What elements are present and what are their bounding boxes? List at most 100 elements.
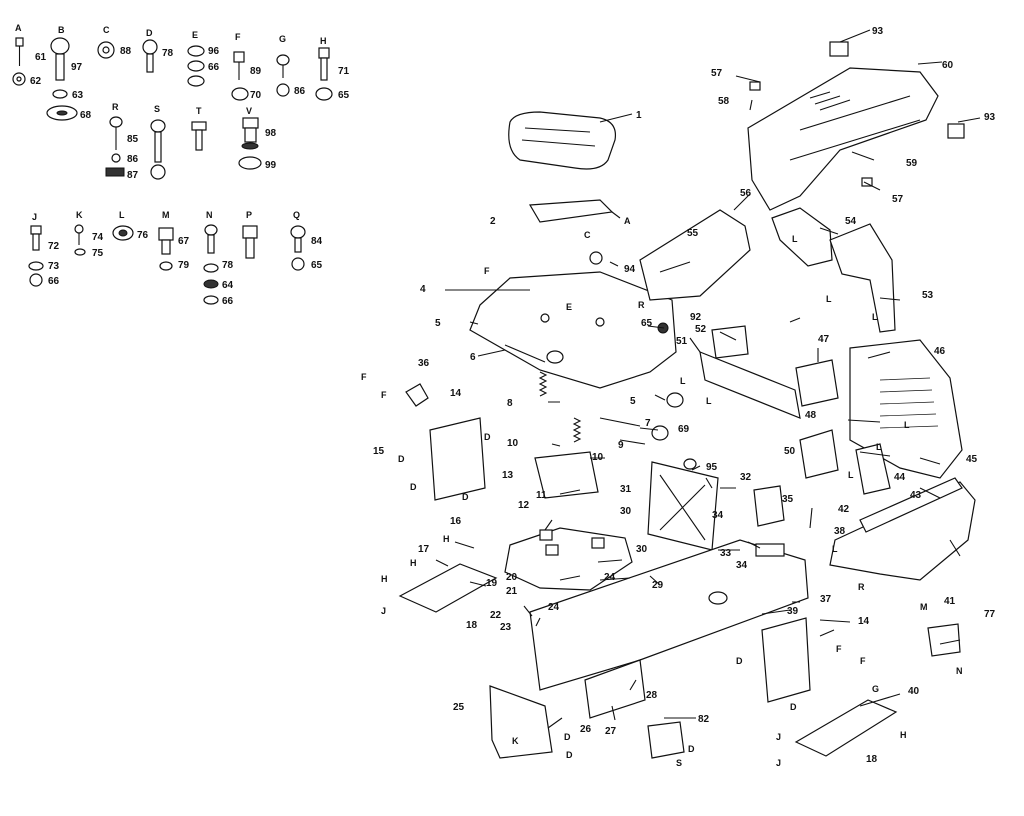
hardware-key: A B C D E F G H R S T V J K L M N P Q 61… xyxy=(12,23,350,307)
knob-94 xyxy=(589,251,603,265)
tank-assembly xyxy=(504,527,633,591)
part-label: 93 xyxy=(984,112,996,123)
callout-letter: L xyxy=(832,544,838,554)
part-label: 1 xyxy=(636,110,642,121)
part-label: 93 xyxy=(872,26,884,37)
hw-number: 66 xyxy=(48,276,60,287)
hw-number: 85 xyxy=(127,134,139,145)
hw-number: 79 xyxy=(178,260,190,271)
bolt-d-icon xyxy=(142,39,158,73)
bushing-69-a xyxy=(666,392,684,408)
callout-letter: F xyxy=(860,656,866,666)
callout-letter: R xyxy=(858,582,865,592)
bolt-a-icon xyxy=(12,37,26,86)
bracket-50 xyxy=(799,429,839,479)
part-label: 32 xyxy=(740,472,752,483)
bracket-51 xyxy=(699,351,801,419)
callout-letter: J xyxy=(776,758,781,768)
hw-letter: G xyxy=(279,34,286,44)
callout-letter: G xyxy=(872,684,879,694)
bolt-t-icon xyxy=(191,121,207,151)
hw-number: 87 xyxy=(127,170,139,181)
hw-number: 67 xyxy=(178,236,190,247)
hood-support xyxy=(829,223,896,333)
hw-number: 66 xyxy=(208,62,220,73)
callout-letter: A xyxy=(624,216,631,226)
hw-number: 89 xyxy=(250,66,262,77)
part-label: 37 xyxy=(820,594,832,605)
bolt-s-icon xyxy=(150,119,166,180)
callout-letter: L xyxy=(706,396,712,406)
part-label: 34 xyxy=(712,510,724,521)
part-label: 52 xyxy=(695,324,707,335)
part-label: 30 xyxy=(620,506,632,517)
callout-letter: L xyxy=(904,420,910,430)
bolt-f-icon xyxy=(231,51,249,101)
hw-letter: M xyxy=(162,210,170,220)
hw-number: 86 xyxy=(127,154,139,165)
part-label: 16 xyxy=(450,516,462,527)
part-label: 21 xyxy=(506,586,518,597)
part-label: 92 xyxy=(690,312,702,323)
hw-number: 86 xyxy=(294,86,306,97)
callout-letter: F xyxy=(484,266,490,276)
nut-l-icon xyxy=(112,225,134,241)
hw-letter: P xyxy=(246,210,252,220)
part-label: 95 xyxy=(706,462,718,473)
part-label: 26 xyxy=(580,724,592,735)
hw-number: 98 xyxy=(265,128,277,139)
part-label: 23 xyxy=(500,622,512,633)
callout-letter: L xyxy=(876,442,882,452)
part-label: 17 xyxy=(418,544,430,555)
hitch-plate xyxy=(647,721,685,759)
hw-letter: D xyxy=(146,28,153,38)
bolt-r-icon xyxy=(105,116,125,177)
bracket-13 xyxy=(534,451,599,499)
assembly-drawing: 1 2 4 5 6 5 7 8 9 10 10 11 12 13 14 14 1… xyxy=(361,26,996,768)
hw-number: 64 xyxy=(222,280,234,291)
hw-number: 71 xyxy=(338,66,350,77)
part-label: 65 xyxy=(641,318,653,329)
part-label: 35 xyxy=(782,494,794,505)
callout-letter: H xyxy=(443,534,450,544)
part-label: 8 xyxy=(507,398,513,409)
part-label: 24 xyxy=(604,572,616,583)
part-label: 33 xyxy=(720,548,732,559)
hw-number: 97 xyxy=(71,62,83,73)
main-frame xyxy=(529,539,809,691)
part-label: 18 xyxy=(466,620,478,631)
callout-letter: D xyxy=(410,482,417,492)
hw-number: 84 xyxy=(311,236,323,247)
callout-letter: H xyxy=(900,730,907,740)
bolt-j-icon xyxy=(28,225,44,287)
part-label: 58 xyxy=(718,96,730,107)
part-label: 48 xyxy=(805,410,817,421)
part-label: 57 xyxy=(892,194,904,205)
bumper-trim xyxy=(859,477,963,533)
callout-letter: D xyxy=(736,656,743,666)
hw-letter: V xyxy=(246,106,252,116)
decal-57-right xyxy=(861,177,873,187)
front-bumper xyxy=(829,481,976,581)
part-label: 10 xyxy=(507,438,519,449)
hw-letter: C xyxy=(103,25,110,35)
part-label: 6 xyxy=(470,352,476,363)
bolt-p-icon xyxy=(242,225,258,259)
hw-number: 63 xyxy=(72,90,84,101)
callout-letter: E xyxy=(566,302,572,312)
hw-number: 78 xyxy=(222,260,234,271)
part-label: 14 xyxy=(858,616,870,627)
part-label: 42 xyxy=(838,504,850,515)
part-label: 10 xyxy=(592,452,604,463)
part-label: 34 xyxy=(736,560,748,571)
part-label: 7 xyxy=(645,418,651,429)
part-label: 60 xyxy=(942,60,954,71)
part-label: 45 xyxy=(966,454,978,465)
part-label: 13 xyxy=(502,470,514,481)
callout-letter: H xyxy=(410,558,417,568)
hw-number: 73 xyxy=(48,261,60,272)
part-label: 25 xyxy=(453,702,465,713)
hw-number: 65 xyxy=(311,260,323,271)
callout-letter: D xyxy=(564,732,571,742)
hw-letter: K xyxy=(76,210,83,220)
